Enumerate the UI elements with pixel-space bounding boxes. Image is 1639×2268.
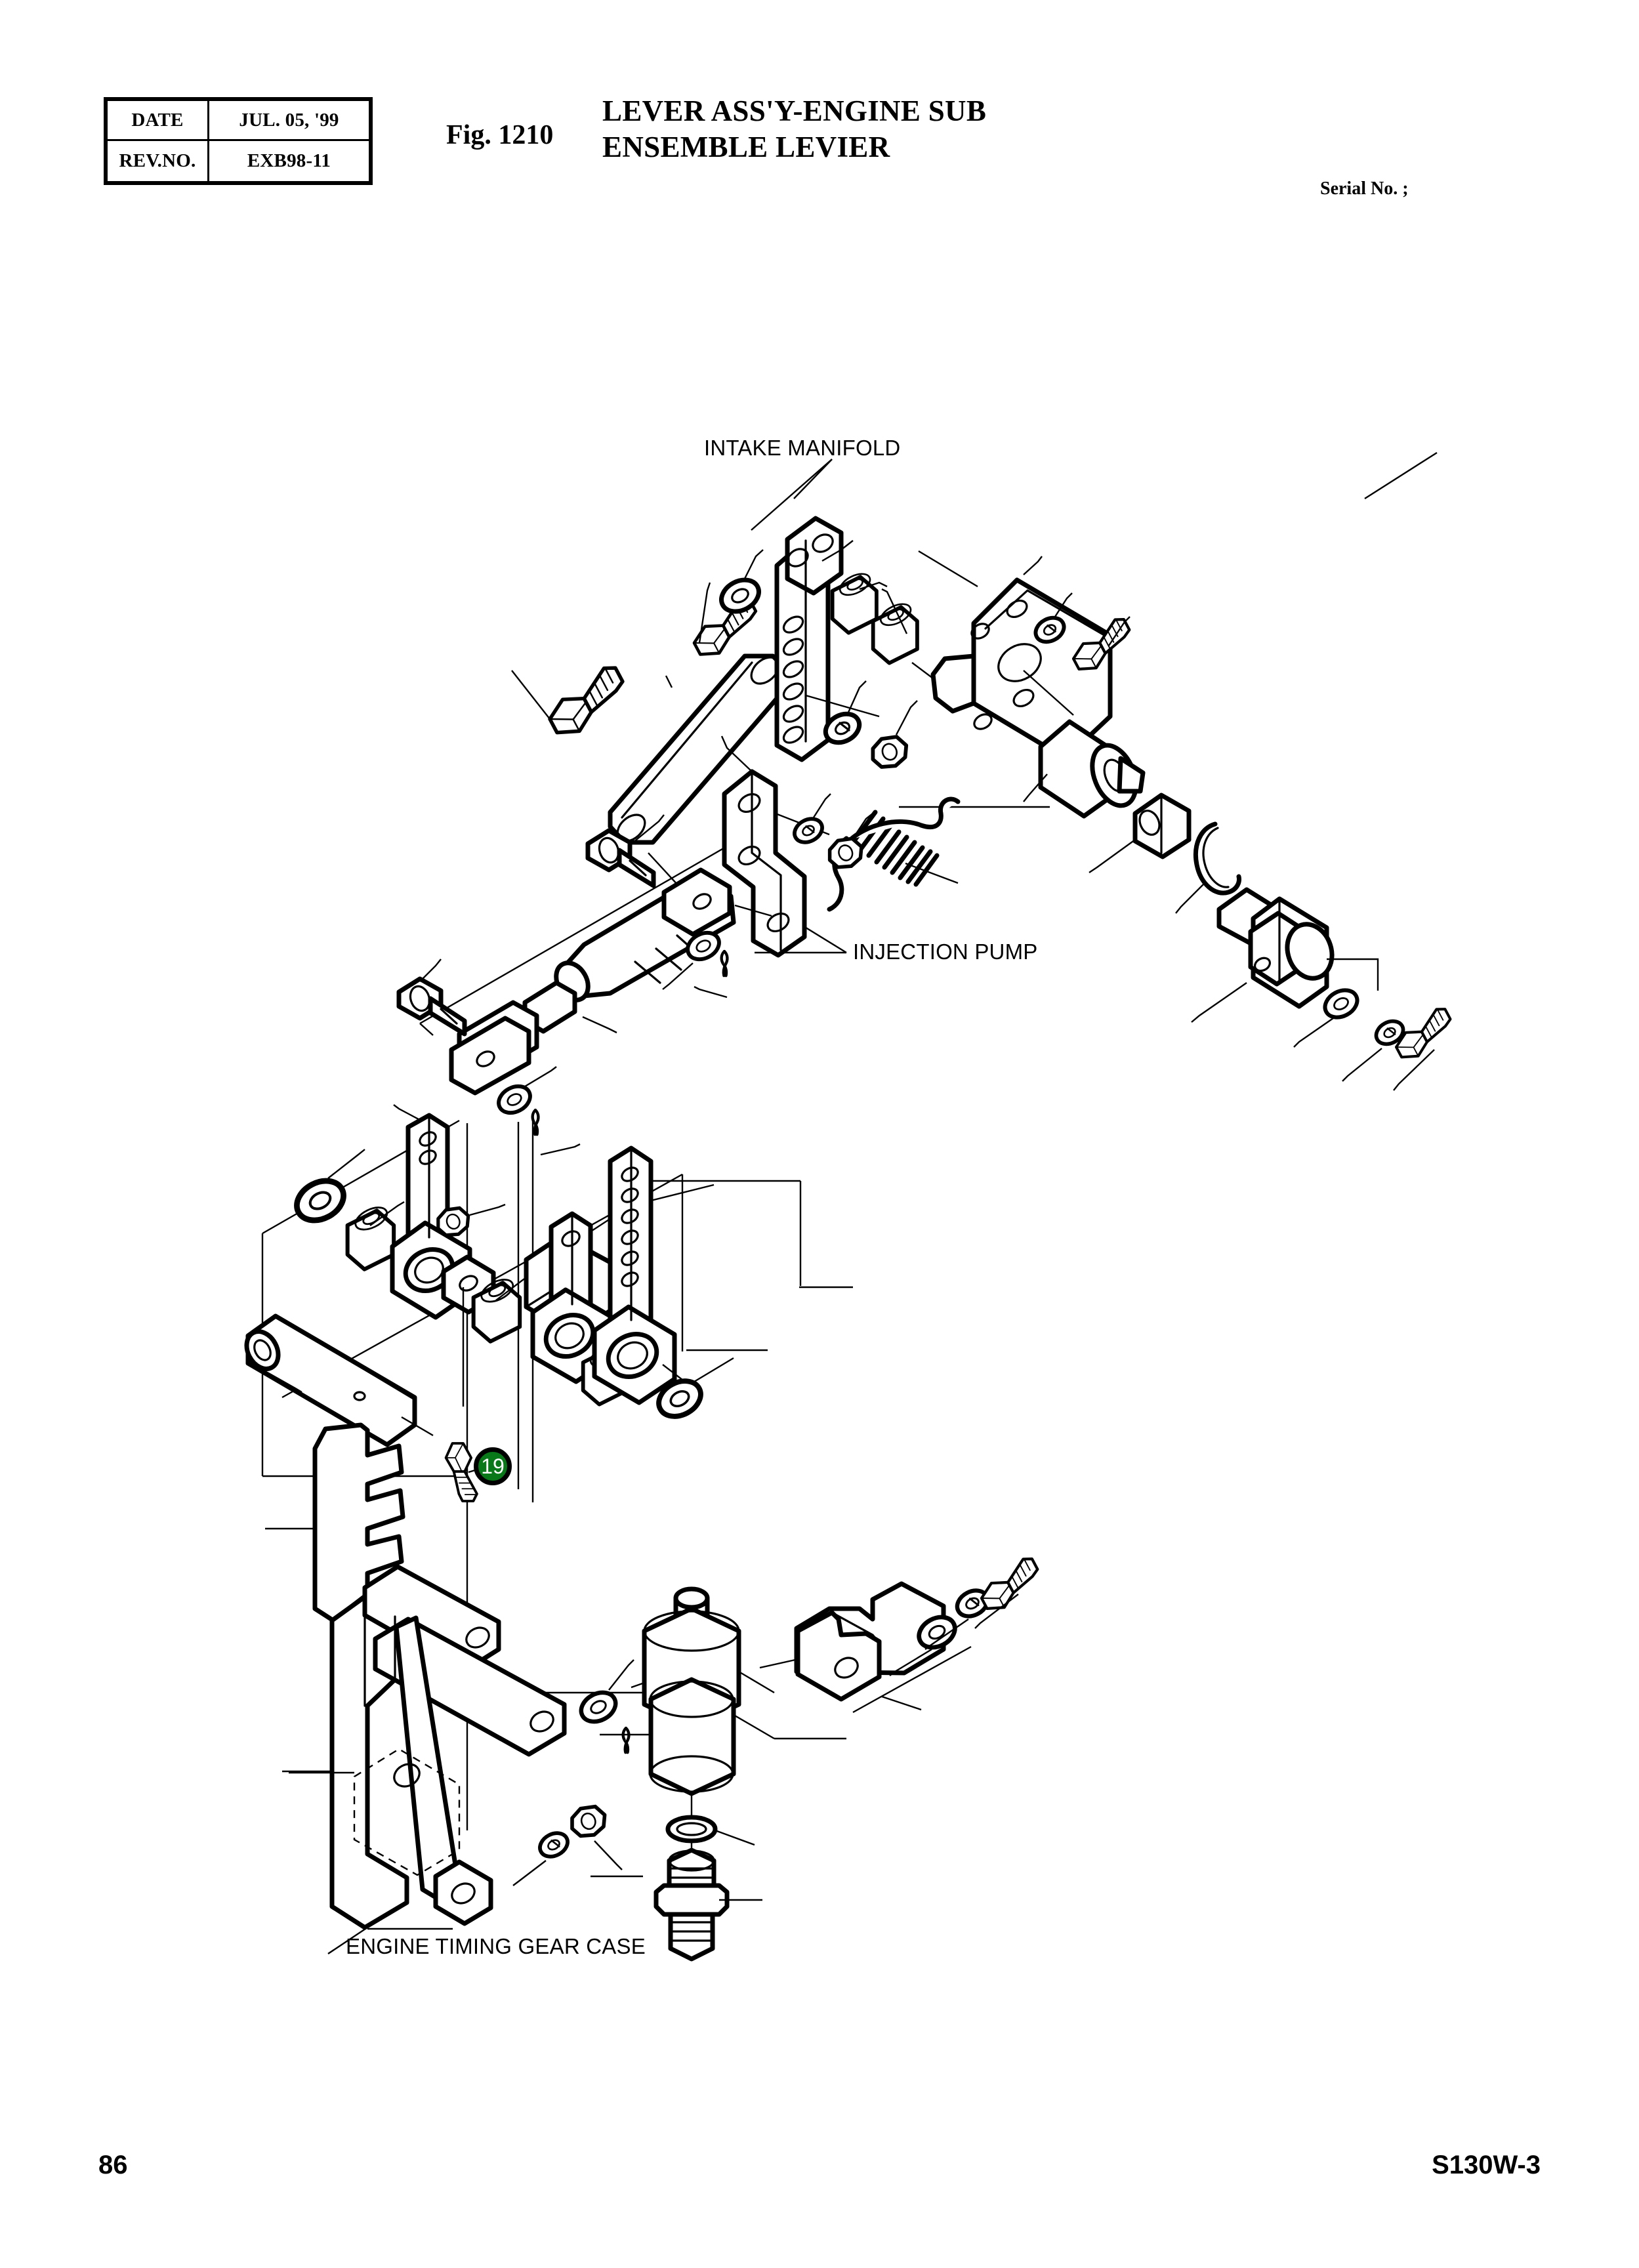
label-intake-manifold: INTAKE MANIFOLD [704,436,901,460]
label-injection-pump: INJECTION PUMP [853,939,1038,964]
callout-badge-19[interactable]: 19 [474,1447,512,1485]
model-code: S130W-3 [1432,2151,1541,2179]
figure-number: Fig. 1210 [446,120,554,150]
date-value: JUL. 05, '99 [209,101,369,141]
page-title: LEVER ASS'Y-ENGINE SUB ENSEMBLE LEVIER [602,93,986,165]
title-line-french: ENSEMBLE LEVIER [602,130,890,163]
date-label: DATE [108,101,209,141]
revision-info-table: DATE JUL. 05, '99 REV.NO. EXB98-11 [104,97,373,185]
rev-no-value: EXB98-11 [247,150,331,171]
label-engine-timing-gear-case: ENGINE TIMING GEAR CASE [346,1934,646,1958]
title-line-english: LEVER ASS'Y-ENGINE SUB [602,94,987,127]
serial-number-label: Serial No. ; [1320,178,1409,199]
rev-no-label: REV.NO. [108,141,209,181]
page-number: 86 [98,2151,128,2179]
